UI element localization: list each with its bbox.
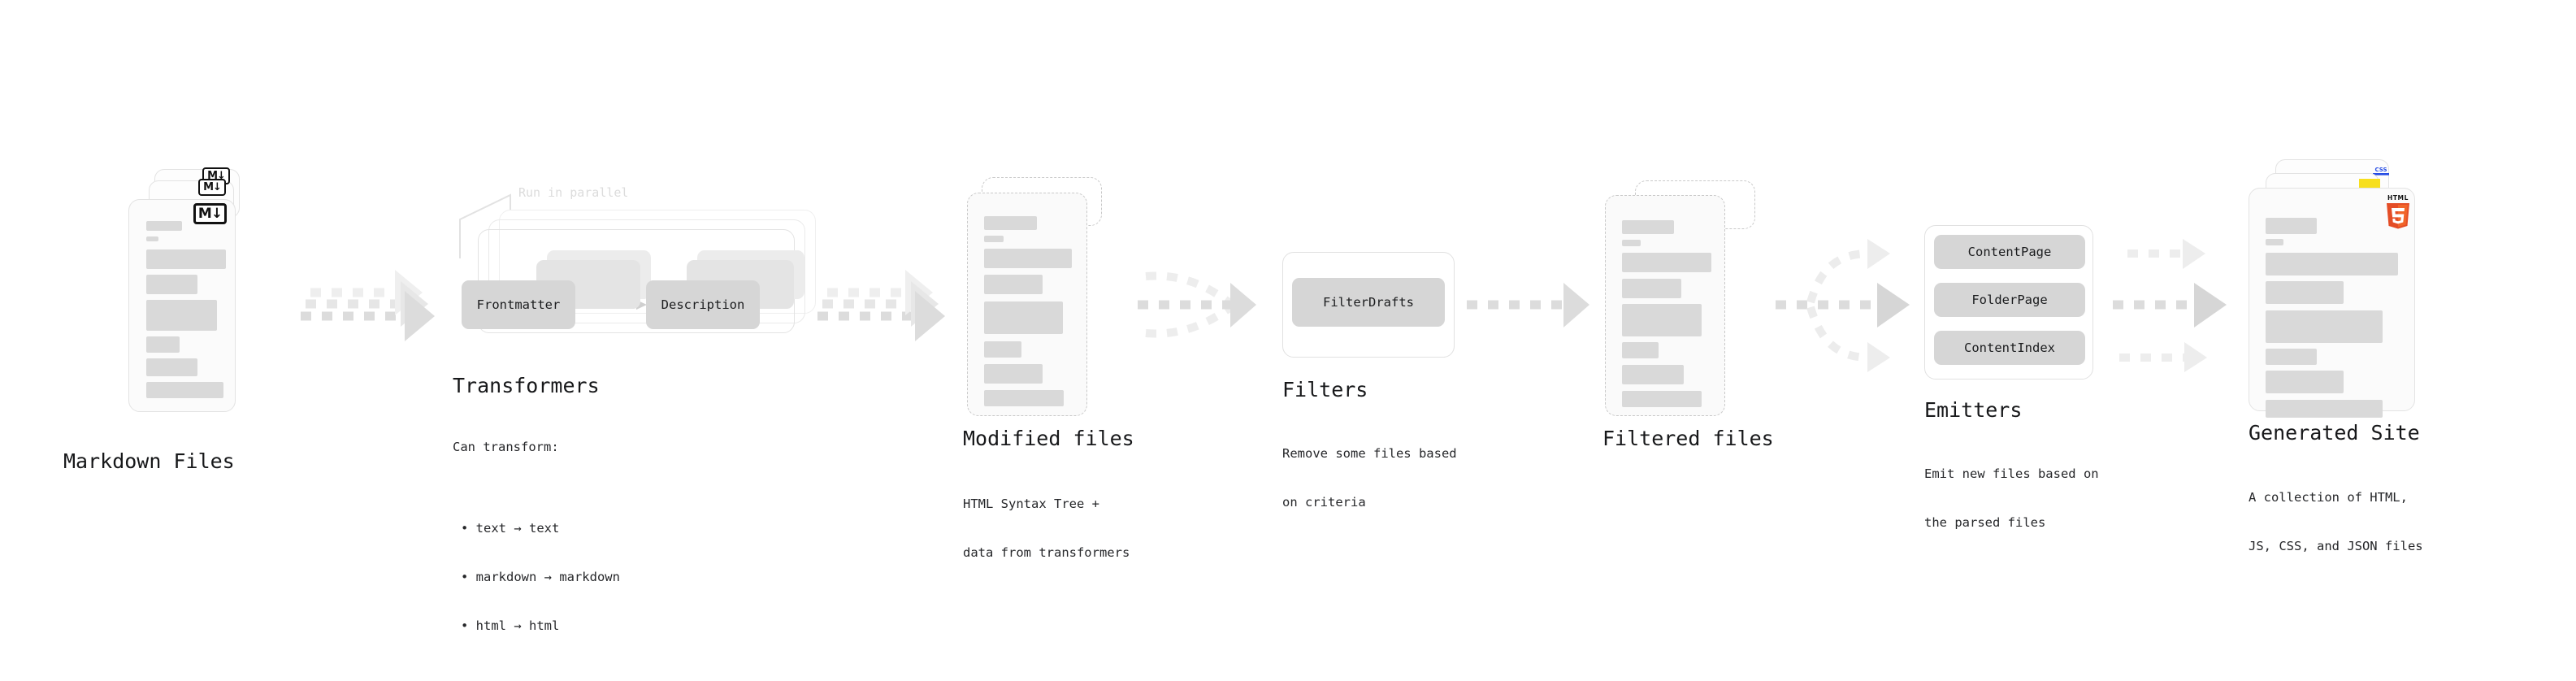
card-bar <box>984 341 1021 358</box>
transformer-pill-frontmatter[interactable]: Frontmatter <box>462 280 575 329</box>
card-bar <box>2266 218 2317 234</box>
card-bar <box>146 358 197 376</box>
emitters-pill-contentindex[interactable]: ContentIndex <box>1934 331 2085 365</box>
desc-line: Can transform: <box>453 440 559 454</box>
card-bar <box>984 236 1004 242</box>
pill-label: Frontmatter <box>476 297 561 312</box>
emitters-pill-folderpage[interactable]: FolderPage <box>1934 283 2085 317</box>
card-bar <box>1622 391 1702 407</box>
html5-badge: HTML <box>2383 193 2413 229</box>
modified-card-front <box>967 193 1087 416</box>
card-bar <box>2266 349 2317 365</box>
card-bar <box>146 275 197 294</box>
card-bar <box>1622 304 1702 336</box>
stage-title-emitters: Emitters <box>1924 398 2023 422</box>
card-bar <box>1622 253 1711 272</box>
svg-text:CSS: CSS <box>2374 167 2387 173</box>
pill-label: ContentPage <box>1967 245 2052 259</box>
desc-line: JS, CSS, and JSON files <box>2249 539 2423 553</box>
markdown-card-front <box>128 199 236 412</box>
card-bar <box>146 382 223 398</box>
pill-label: Description <box>661 297 745 312</box>
emitters-pill-contentpage[interactable]: ContentPage <box>1934 235 2085 269</box>
stage-title-filtered-files: Filtered files <box>1602 427 1774 450</box>
stage-desc-transformers: Can transform: • text → text • markdown … <box>453 406 620 681</box>
card-bar <box>984 364 1043 384</box>
svg-text:HTML: HTML <box>2387 194 2409 202</box>
filters-box <box>1282 252 1455 358</box>
stage-desc-emitters: Emit new files based on the parsed files <box>1924 433 2099 563</box>
desc-line: HTML Syntax Tree + <box>963 497 1099 511</box>
card-bar <box>1622 240 1641 246</box>
filtered-card-front <box>1605 195 1725 416</box>
pill-label: FilterDrafts <box>1323 295 1414 310</box>
markdown-badge-back-1: M↓ <box>198 179 226 196</box>
site-card-front <box>2249 188 2415 418</box>
card-bar <box>1622 279 1681 298</box>
bullet-item: • markdown → markdown <box>461 570 620 584</box>
card-bar <box>984 216 1037 230</box>
connector-markdown-to-transformers <box>301 270 435 341</box>
card-bar <box>1622 220 1674 234</box>
desc-line: the parsed files <box>1924 515 2046 530</box>
connector-filtered-to-emitters <box>1776 239 1910 372</box>
desc-line: data from transformers <box>963 545 1130 560</box>
desc-line: Emit new files based on <box>1924 466 2099 481</box>
emitters-box <box>1924 225 2093 380</box>
filters-pill-filterdrafts[interactable]: FilterDrafts <box>1292 278 1445 327</box>
card-bar <box>984 301 1063 334</box>
desc-line: on criteria <box>1282 495 1366 510</box>
stage-title-markdown-files: Markdown Files <box>63 449 235 473</box>
transformer-pill-description[interactable]: Description <box>646 280 760 329</box>
card-bar <box>146 249 226 269</box>
connector-emitters-to-site <box>2113 239 2227 372</box>
card-bar <box>984 249 1072 268</box>
connector-transformers-to-modified <box>817 270 945 341</box>
transform-bullet-list: • text → text • markdown → markdown • ht… <box>453 488 620 666</box>
card-bar <box>2266 253 2398 275</box>
card-bar <box>1622 365 1684 384</box>
desc-line: A collection of HTML, <box>2249 490 2408 505</box>
card-bar <box>146 221 182 231</box>
card-bar <box>1622 342 1659 358</box>
run-in-parallel-label: Run in parallel <box>518 185 629 200</box>
stage-title-modified-files: Modified files <box>963 427 1134 450</box>
pill-label: ContentIndex <box>1964 340 2055 355</box>
stage-title-filters: Filters <box>1282 378 1368 401</box>
stage-desc-modified-files: HTML Syntax Tree + data from transformer… <box>963 463 1130 593</box>
pill-label: FolderPage <box>1971 293 2048 307</box>
connector-filters-to-filtered <box>1467 283 1589 327</box>
css3-badge: CSS <box>2371 165 2391 177</box>
card-bar <box>2266 310 2383 343</box>
stage-desc-generated-site: A collection of HTML, JS, CSS, and JSON … <box>2249 457 2423 587</box>
connector-modified-to-filters <box>1138 271 1256 338</box>
card-bar <box>984 390 1064 406</box>
card-bar <box>2266 400 2383 418</box>
stage-title-transformers: Transformers <box>453 374 600 397</box>
markdown-badge-front: M↓ <box>193 203 227 224</box>
desc-line: Remove some files based <box>1282 446 1457 461</box>
bullet-item: • text → text <box>461 521 560 536</box>
stage-desc-filters: Remove some files based on criteria <box>1282 413 1457 543</box>
card-bar <box>146 300 217 331</box>
card-bar <box>984 275 1043 294</box>
card-bar <box>2266 281 2344 304</box>
card-bar <box>146 336 180 353</box>
stage-title-generated-site: Generated Site <box>2249 421 2420 445</box>
card-bar <box>2266 239 2283 245</box>
bullet-item: • html → html <box>461 618 560 633</box>
card-bar <box>2266 371 2344 393</box>
card-bar <box>146 236 158 241</box>
